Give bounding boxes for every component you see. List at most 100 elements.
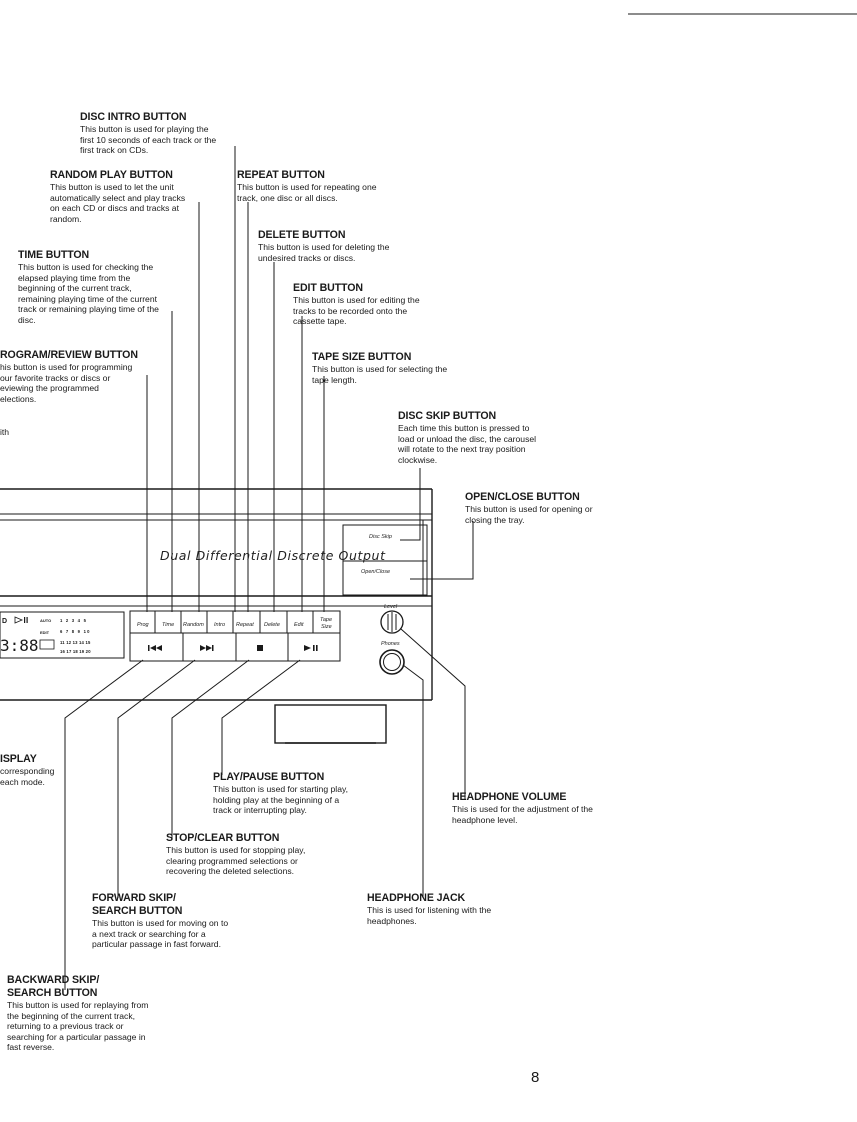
svg-text:1 2 3 4 5: 1 2 3 4 5 — [60, 618, 87, 623]
leader-backward-skip — [64, 659, 144, 990]
display-digits: 3:88 — [0, 636, 39, 655]
play-indicator-icon — [14, 616, 28, 624]
callout-open-close: OPEN/CLOSE BUTTON This button is used fo… — [465, 491, 593, 525]
callout-desc: This button is used for starting play, h… — [213, 784, 349, 816]
callout-title: ROGRAM/REVIEW BUTTON — [0, 349, 138, 361]
disc-skip-label[interactable]: Disc Skip — [369, 534, 392, 540]
callout-desc: This button is used for selecting the ta… — [312, 364, 448, 385]
forward-skip-icon[interactable] — [200, 645, 214, 651]
callout-tape-size: TAPE SIZE BUTTON This button is used for… — [312, 351, 447, 385]
leader-open-close — [410, 521, 474, 580]
random-button-label[interactable]: Random — [183, 622, 204, 628]
callout-title: PLAY/PAUSE BUTTON — [213, 771, 325, 783]
disc-icon — [39, 639, 55, 650]
callout-play-pause: PLAY/PAUSE BUTTON This button is used fo… — [213, 771, 348, 816]
callout-stop-clear: STOP/CLEAR BUTTON This button is used fo… — [166, 832, 305, 877]
callout-disc-skip: DISC SKIP BUTTON Each time this button i… — [398, 410, 536, 465]
callout-title: TIME BUTTON — [18, 249, 90, 261]
callout-desc: corresponding each mode. — [0, 766, 55, 787]
callout-desc: his button is used for programming our f… — [0, 362, 133, 404]
callout-title: HEADPHONE VOLUME — [452, 791, 567, 803]
stop-icon[interactable] — [257, 645, 263, 651]
callout-title: DISC INTRO BUTTON — [80, 111, 187, 123]
callout-title: STOP/CLEAR BUTTON — [166, 832, 280, 844]
open-close-label[interactable]: Open/Close — [361, 569, 390, 575]
repeat-button-label[interactable]: Repeat — [236, 622, 254, 628]
display-contents: D AUTO EDIT 1 2 3 4 5 6 7 8 9 10 11 12 1… — [0, 616, 91, 655]
callout-title: OPEN/CLOSE BUTTON — [465, 491, 580, 503]
svg-text:6 7 8 9 10: 6 7 8 9 10 — [60, 629, 91, 634]
callout-repeat: REPEAT BUTTON This button is used for re… — [237, 169, 377, 203]
panel-banner: Dual Differential Discrete Output — [160, 548, 386, 563]
callout-desc: This button is used for checking the ela… — [18, 262, 159, 325]
callout-delete: DELETE BUTTON This button is used for de… — [258, 229, 389, 263]
leader-stop — [171, 659, 250, 838]
callout-program-review: ROGRAM/REVIEW BUTTON his button is used … — [0, 349, 138, 404]
leader-disc-skip — [400, 468, 421, 541]
callout-title: DISC SKIP BUTTON — [398, 410, 497, 422]
display-fragment: D — [2, 618, 7, 625]
button-block — [129, 610, 341, 662]
page-number: 8 — [531, 1069, 540, 1086]
play-pause-icon[interactable] — [304, 645, 318, 651]
display-window — [0, 611, 125, 659]
intro-button-label[interactable]: Intro — [214, 622, 225, 628]
callout-desc: This button is used for playing the firs… — [80, 124, 217, 156]
delete-button-label[interactable]: Delete — [264, 622, 280, 628]
callout-desc: Each time this button is pressed to load… — [398, 423, 537, 465]
prog-button-label[interactable]: Prog — [137, 622, 150, 628]
disc-tray — [274, 704, 387, 744]
callout-title: TAPE SIZE BUTTON — [312, 351, 412, 363]
leader-headphone-volume — [400, 628, 466, 800]
svg-text:EDIT: EDIT — [40, 630, 50, 635]
tape-size-button-label-2[interactable]: Size — [321, 624, 332, 630]
svg-text:AUTO: AUTO — [40, 618, 51, 623]
callout-title: SEARCH BUTTON — [92, 905, 183, 917]
phones-jack — [379, 649, 405, 675]
callout-fragment: ith — [0, 427, 10, 437]
callout-desc: This button is used for editing the trac… — [293, 295, 420, 327]
callout-title: FORWARD SKIP/ — [92, 892, 176, 904]
callout-title: DELETE BUTTON — [258, 229, 346, 241]
callout-title: REPEAT BUTTON — [237, 169, 325, 181]
callout-forward-skip: FORWARD SKIP/ SEARCH BUTTON This button … — [92, 892, 228, 950]
callout-title: HEADPHONE JACK — [367, 892, 466, 904]
phones-label: Phones — [381, 641, 400, 647]
callout-random-play: RANDOM PLAY BUTTON This button is used t… — [50, 169, 185, 224]
callout-desc: This button is used for moving on to a n… — [92, 918, 229, 950]
callout-title: RANDOM PLAY BUTTON — [50, 169, 173, 181]
leader-headphone-jack — [402, 664, 424, 898]
callout-desc: This button is used for stopping play, c… — [166, 845, 306, 877]
time-button-label[interactable]: Time — [162, 622, 174, 628]
callout-disc-intro: DISC INTRO BUTTON This button is used fo… — [80, 111, 216, 156]
callout-desc: This button is used for replaying from t… — [7, 1000, 149, 1053]
leader-forward-skip — [117, 659, 196, 898]
callout-headphone-jack: HEADPHONE JACK This is used for listenin… — [367, 892, 491, 926]
svg-text:16 17 18 19 20: 16 17 18 19 20 — [60, 649, 91, 654]
callout-backward-skip: BACKWARD SKIP/ SEARCH BUTTON This button… — [7, 974, 148, 1053]
callout-desc: This button is used for opening or closi… — [465, 504, 593, 525]
callout-desc: This button is used for repeating one tr… — [237, 182, 377, 203]
svg-text:11 12 13 14 15: 11 12 13 14 15 — [60, 640, 91, 645]
open-close-button-box — [342, 560, 428, 596]
callout-title: EDIT BUTTON — [293, 282, 363, 294]
callout-time: TIME BUTTON This button is used for chec… — [18, 249, 159, 326]
level-knob — [380, 610, 404, 634]
callout-desc: This button is used for deleting the und… — [258, 242, 390, 263]
callout-desc: This button is used to let the unit auto… — [50, 182, 186, 224]
callout-title: BACKWARD SKIP/ — [7, 974, 100, 986]
callout-headphone-volume: HEADPHONE VOLUME This is used for the ad… — [452, 791, 593, 825]
callout-display: ISPLAY corresponding each mode. — [0, 753, 54, 787]
leader-play-pause — [221, 659, 301, 775]
callout-desc: This is used for the adjustment of the h… — [452, 804, 593, 825]
callout-desc: This is used for listening with the head… — [367, 905, 492, 926]
backward-skip-icon[interactable] — [148, 645, 162, 651]
level-label: Level — [384, 604, 398, 610]
tape-size-button-label-1[interactable]: Tape — [320, 617, 332, 623]
callout-edit: EDIT BUTTON This button is used for edit… — [293, 282, 420, 327]
callout-title: SEARCH BUTTON — [7, 987, 98, 999]
transport-icons — [148, 645, 318, 651]
edit-button-label[interactable]: Edit — [294, 622, 304, 628]
